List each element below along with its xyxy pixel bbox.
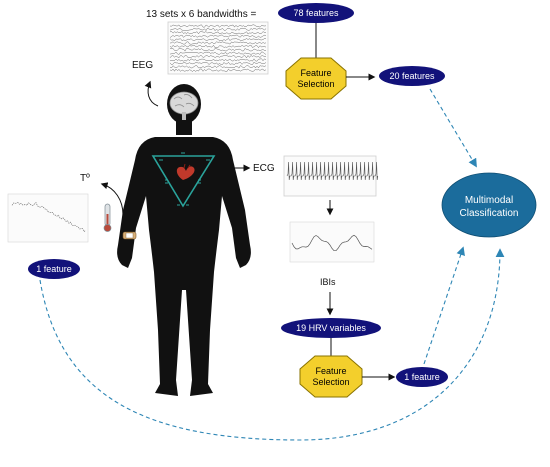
- eeg-feature-selection-line1: Feature: [300, 68, 331, 78]
- eeg-selected-badge: 20 features: [379, 66, 445, 86]
- eeg-label: EEG: [132, 60, 153, 71]
- eeg-trace: [169, 51, 267, 55]
- temperature-label: Tº: [80, 173, 90, 184]
- temperature-signal-plot: [7, 193, 89, 243]
- eeg-trace: [169, 44, 267, 48]
- heart-icon: [176, 163, 195, 180]
- multimodal-classifier: Multimodal Classification: [441, 172, 537, 238]
- ecg-selected-badge: 1 feature: [396, 367, 448, 387]
- ecg-feature-selection: Feature Selection: [299, 355, 363, 398]
- classifier-line2: Classification: [460, 208, 519, 219]
- ecg-feature-selection-line2: Selection: [312, 377, 349, 387]
- dashed-arrow: [39, 248, 505, 441]
- classifier-line1: Multimodal: [465, 195, 513, 206]
- thermometer-icon: [103, 203, 112, 232]
- wristband-icon: [122, 231, 137, 240]
- eeg-trace: [169, 41, 267, 45]
- eeg-trace: [169, 38, 267, 42]
- header-text: 13 sets x 6 bandwidths =: [146, 9, 257, 20]
- ecg-selected-badge-text: 1 feature: [404, 372, 440, 382]
- eeg-features-badge-text: 78 features: [293, 8, 339, 18]
- eeg-trace: [169, 58, 267, 62]
- eeg-trace: [169, 24, 267, 28]
- dashed-arrow: [429, 88, 477, 168]
- ibi-signal-plot: [289, 221, 375, 263]
- temperature-feature-badge-text: 1 feature: [36, 264, 72, 274]
- arrow: [144, 80, 159, 107]
- eeg-trace: [169, 34, 267, 38]
- eeg-trace: [169, 55, 267, 59]
- brain-icon: [169, 91, 199, 120]
- ecg-feature-selection-line1: Feature: [315, 366, 346, 376]
- ecg-triangle: [151, 152, 216, 208]
- eeg-feature-selection-line2: Selection: [297, 79, 334, 89]
- ibi-label: IBIs: [320, 277, 336, 287]
- eeg-trace: [169, 27, 267, 32]
- hrv-badge: 19 HRV variables: [281, 318, 381, 338]
- ecg-signal-plot: [283, 155, 379, 197]
- temperature-feature-badge: 1 feature: [28, 259, 80, 279]
- arrow: [100, 182, 124, 216]
- human-body: [117, 84, 251, 396]
- dashed-arrow: [423, 246, 465, 365]
- eeg-features-badge: 78 features: [278, 3, 354, 23]
- eeg-feature-selection: Feature Selection: [285, 57, 347, 100]
- eeg-trace: [169, 48, 267, 52]
- eeg-trace: [169, 31, 267, 35]
- eeg-trace: [169, 61, 267, 66]
- eeg-trace: [169, 68, 267, 72]
- eeg-signal-plot: [167, 21, 269, 75]
- hrv-badge-text: 19 HRV variables: [296, 323, 366, 333]
- eeg-trace: [169, 65, 267, 69]
- eeg-selected-badge-text: 20 features: [389, 71, 435, 81]
- ecg-label: ECG: [253, 163, 275, 174]
